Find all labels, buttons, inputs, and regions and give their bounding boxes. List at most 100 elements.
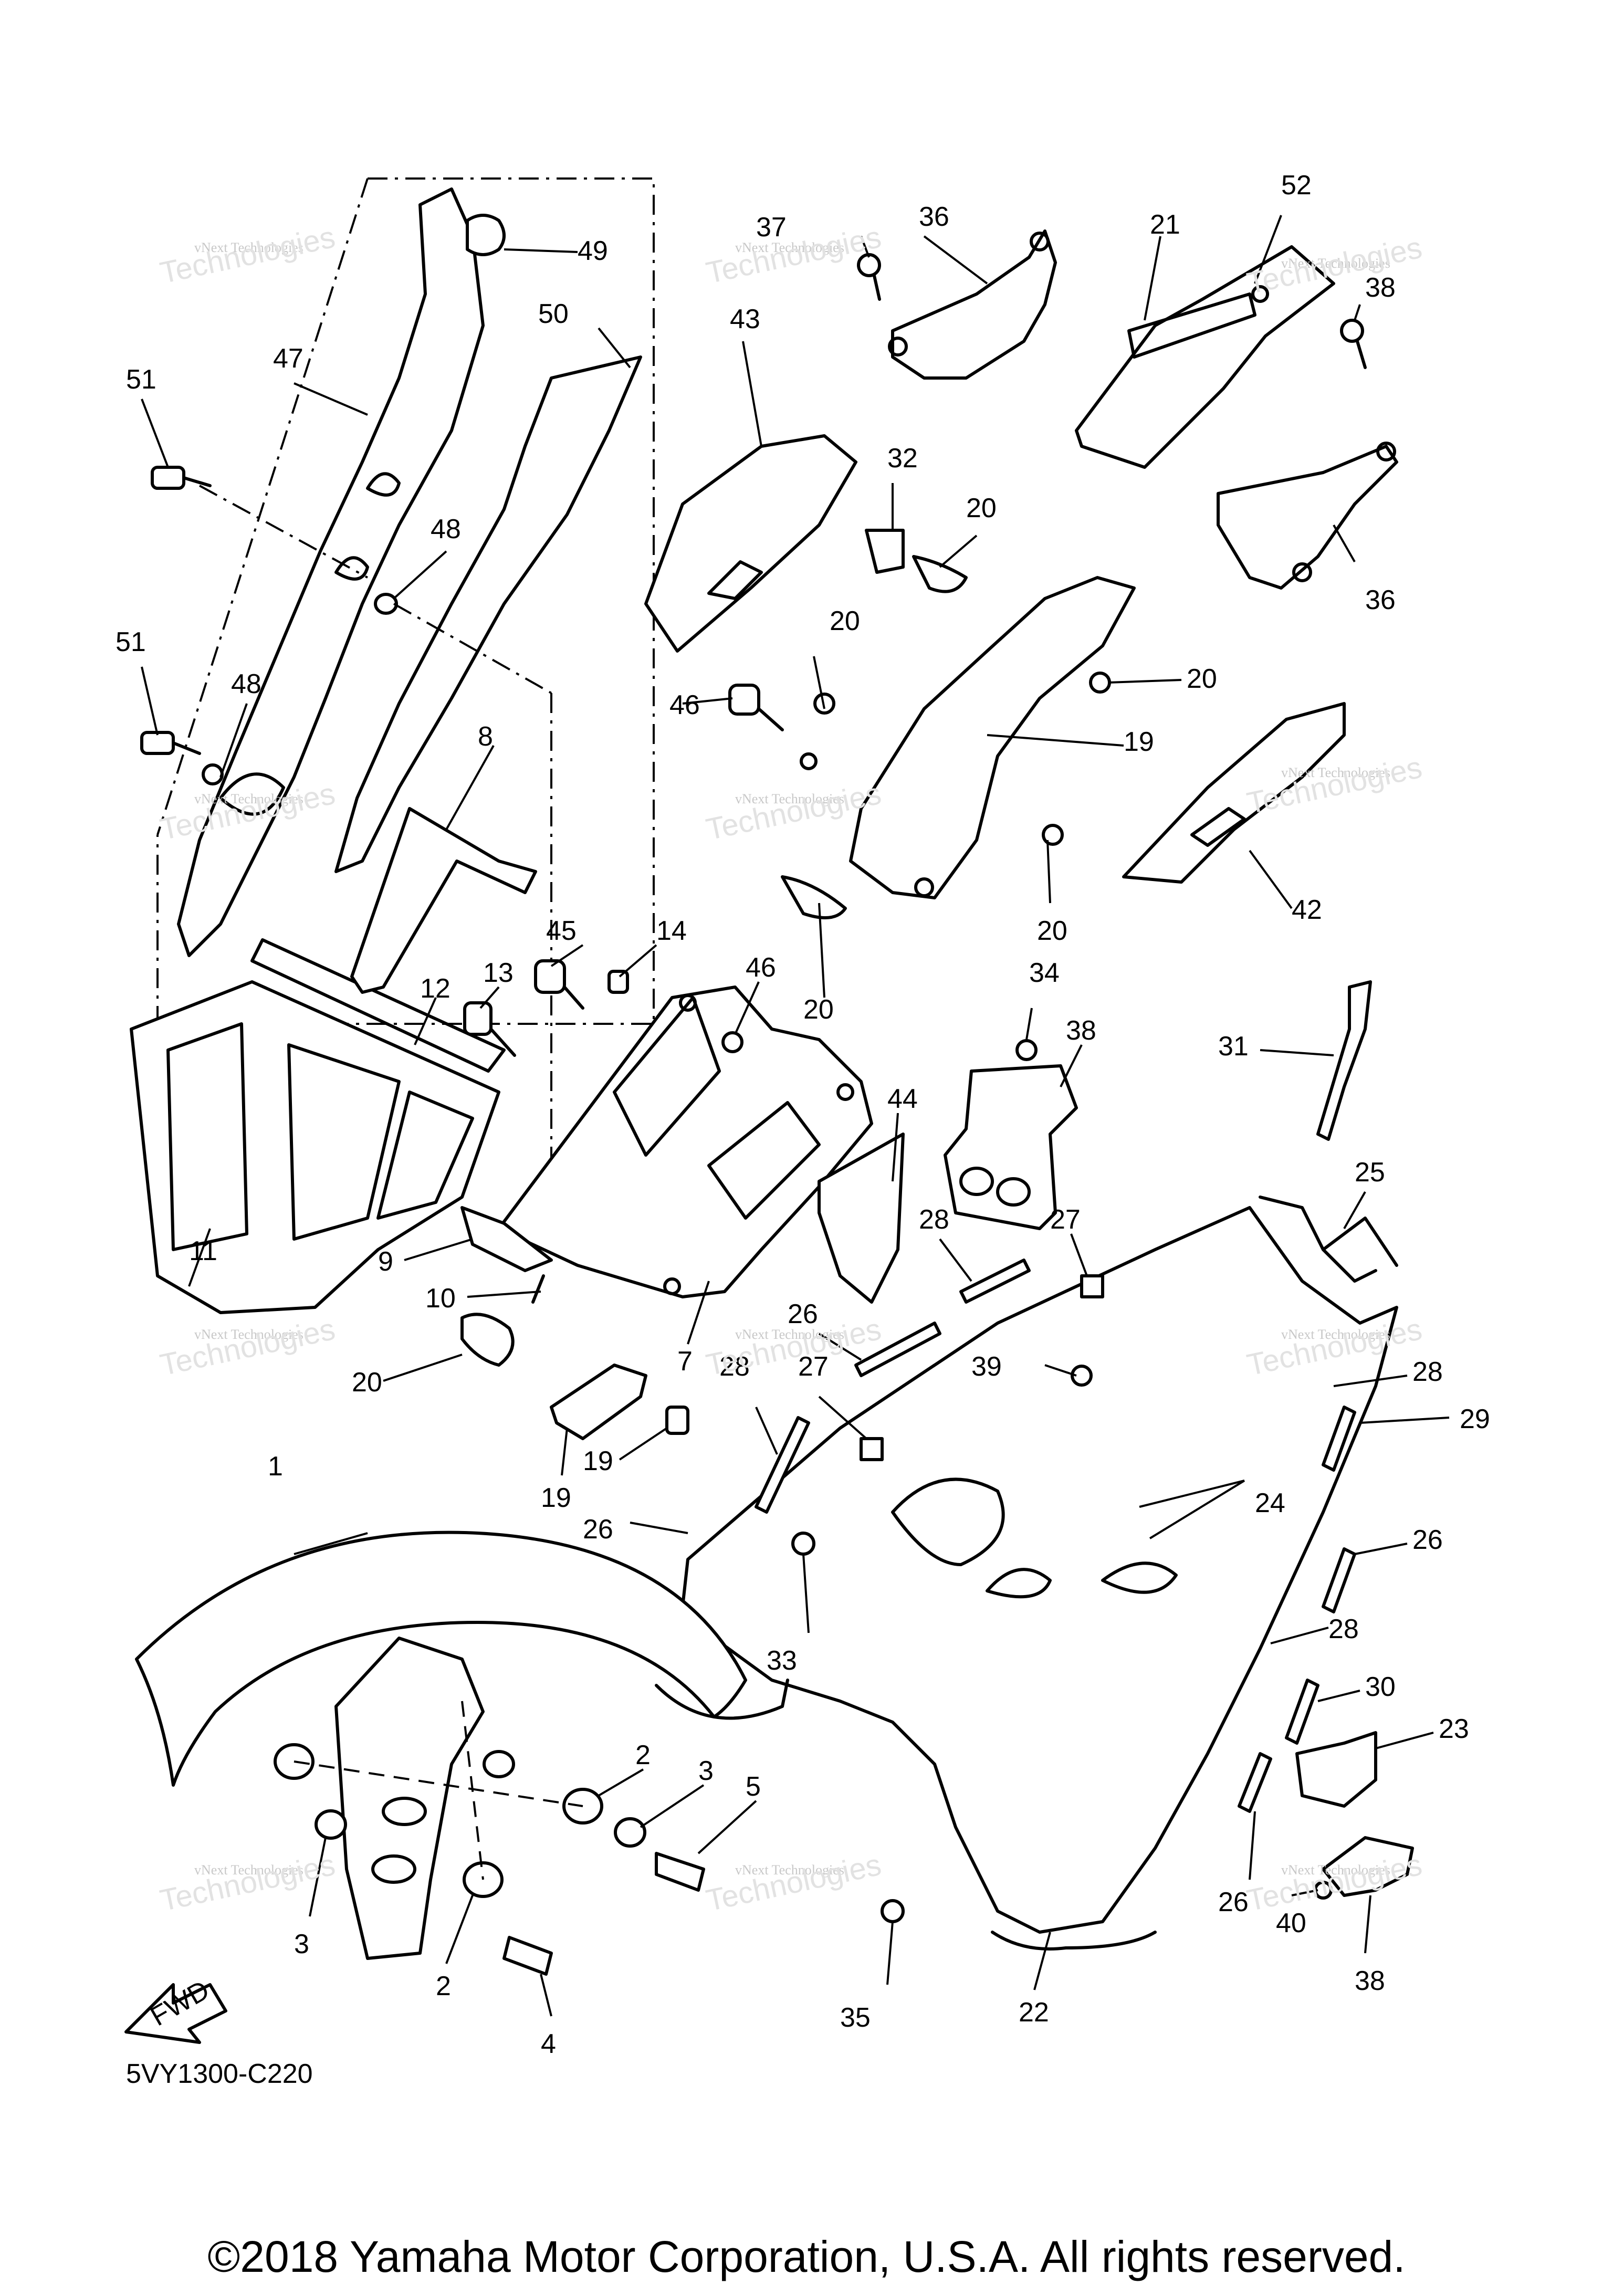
callout-labels: 49 47 50 51 51 48 48 8 12 13 45 14 46 11…	[116, 170, 1490, 2059]
strip-part-28	[1285, 1679, 1319, 1745]
under-cowl-part-22	[681, 1206, 1398, 1934]
tape-part-27	[1080, 1274, 1104, 1298]
bolt-part-46	[728, 684, 760, 716]
cowl-edge	[991, 1931, 1157, 1951]
stay-cutout	[707, 1101, 821, 1220]
duct-seal-part-12	[250, 938, 506, 1073]
mount-part-35	[891, 229, 1057, 380]
callout-26: 26	[1218, 1887, 1249, 1917]
callout-29: 31	[1218, 1031, 1249, 1062]
cover-part-41	[1122, 702, 1346, 884]
mount-hole	[1292, 562, 1312, 582]
air-duct-part-11	[130, 980, 500, 1314]
trim-part-25	[1322, 1217, 1398, 1267]
fwd-arrow-icon: FWD	[124, 1975, 227, 2044]
callout-22: 22	[1019, 1997, 1049, 2028]
callout-30: 32	[887, 443, 918, 474]
bolt-thread	[1356, 340, 1367, 369]
callout-2: 2	[635, 1740, 651, 1770]
cowl-opening	[1101, 1561, 1178, 1594]
callout-48: 48	[231, 669, 261, 699]
bolt-part-5	[655, 1852, 705, 1892]
stay-hole	[663, 1277, 681, 1295]
stay-hole	[914, 877, 934, 897]
collar-part-45	[721, 1031, 743, 1053]
callout-13: 13	[483, 958, 514, 988]
svg-text:vNext Technologies: vNext Technologies	[1281, 765, 1390, 780]
bolt-thread	[563, 986, 584, 1010]
bolt-part-51	[140, 731, 175, 755]
callout-39: 39	[971, 1351, 1002, 1382]
collar-part-3	[614, 1817, 646, 1848]
svg-text:vNext Technologies: vNext Technologies	[735, 1327, 844, 1342]
callout-47: 47	[273, 343, 303, 374]
bolt-thread	[182, 476, 212, 487]
callout-12: 12	[420, 973, 451, 1004]
callout-3: 3	[294, 1929, 309, 1959]
mount-hole	[1376, 442, 1396, 462]
callout-3: 3	[698, 1756, 714, 1786]
bracket-part-15	[550, 1364, 647, 1440]
bolt-part-36	[1340, 319, 1364, 343]
mount-hole	[1030, 232, 1050, 251]
strip-part-26	[1238, 1752, 1272, 1813]
cowl-vent	[219, 772, 285, 816]
callout-10: 10	[425, 1283, 456, 1314]
callout-37: 38	[1066, 1015, 1096, 1046]
bracket-part-38	[1322, 1836, 1414, 1897]
stay-part-7	[497, 986, 873, 1298]
callout-21: 21	[1150, 209, 1180, 240]
strip-part-28	[959, 1259, 1031, 1304]
callout-27: 28	[1328, 1614, 1359, 1644]
collar-part-48	[374, 593, 398, 615]
callout-15: 19	[541, 1483, 571, 1513]
callout-51: 51	[126, 364, 156, 395]
leader-lines	[141, 215, 1450, 2017]
screw-part-16	[665, 1406, 689, 1435]
fender-slot	[371, 1854, 416, 1884]
strip-part-28	[755, 1416, 810, 1514]
bracket-hole	[959, 1167, 994, 1196]
screw-part-19	[1042, 824, 1064, 846]
bolt-thread	[873, 274, 881, 301]
svg-text:vNext Technologies: vNext Technologies	[194, 240, 303, 255]
callout-23: 23	[1439, 1714, 1469, 1744]
callout-7: 7	[677, 1346, 693, 1377]
callout-28: 28	[919, 1204, 949, 1235]
callout-33: 35	[840, 2003, 871, 2033]
clip-part-20	[912, 555, 968, 593]
callout-4: 4	[541, 2029, 556, 2059]
callout-17: 19	[1124, 727, 1154, 757]
bracket-hole	[996, 1177, 1031, 1207]
cowl-opening	[891, 1477, 1005, 1566]
svg-text:vNext Technologies: vNext Technologies	[194, 1862, 303, 1878]
strip-part-26	[1322, 1547, 1356, 1613]
stay-hole	[679, 994, 697, 1012]
callout-26: 26	[788, 1299, 818, 1329]
fender-slot	[382, 1797, 427, 1826]
bracket-part-37	[944, 1064, 1078, 1230]
callout-38: 38	[1355, 1966, 1385, 1996]
svg-text:vNext Technologies: vNext Technologies	[735, 1862, 844, 1878]
fender-hole	[483, 1750, 515, 1778]
duct-opening	[376, 1091, 474, 1220]
bolt-thread	[172, 741, 201, 755]
bracket-part-43	[818, 1133, 905, 1304]
callout-20: 20	[352, 1367, 382, 1398]
rivet-part-10	[531, 1274, 545, 1304]
callout-16: 19	[583, 1446, 613, 1476]
cowl-opening	[986, 1568, 1052, 1599]
callout-19: 20	[1187, 664, 1217, 694]
strip-part-26	[854, 1322, 941, 1377]
callout-24: 24	[1255, 1488, 1285, 1518]
bracket-part-9	[460, 1206, 553, 1272]
svg-text:vNext Technologies: vNext Technologies	[194, 791, 303, 806]
stay-hole	[800, 752, 818, 770]
cowl-edge	[655, 1679, 789, 1720]
screw-part-32	[1015, 1039, 1038, 1061]
callout-49: 49	[578, 236, 608, 266]
group-boundary-47-side	[156, 178, 369, 835]
duct-opening	[166, 1022, 248, 1251]
bracket-part-8	[350, 807, 537, 994]
